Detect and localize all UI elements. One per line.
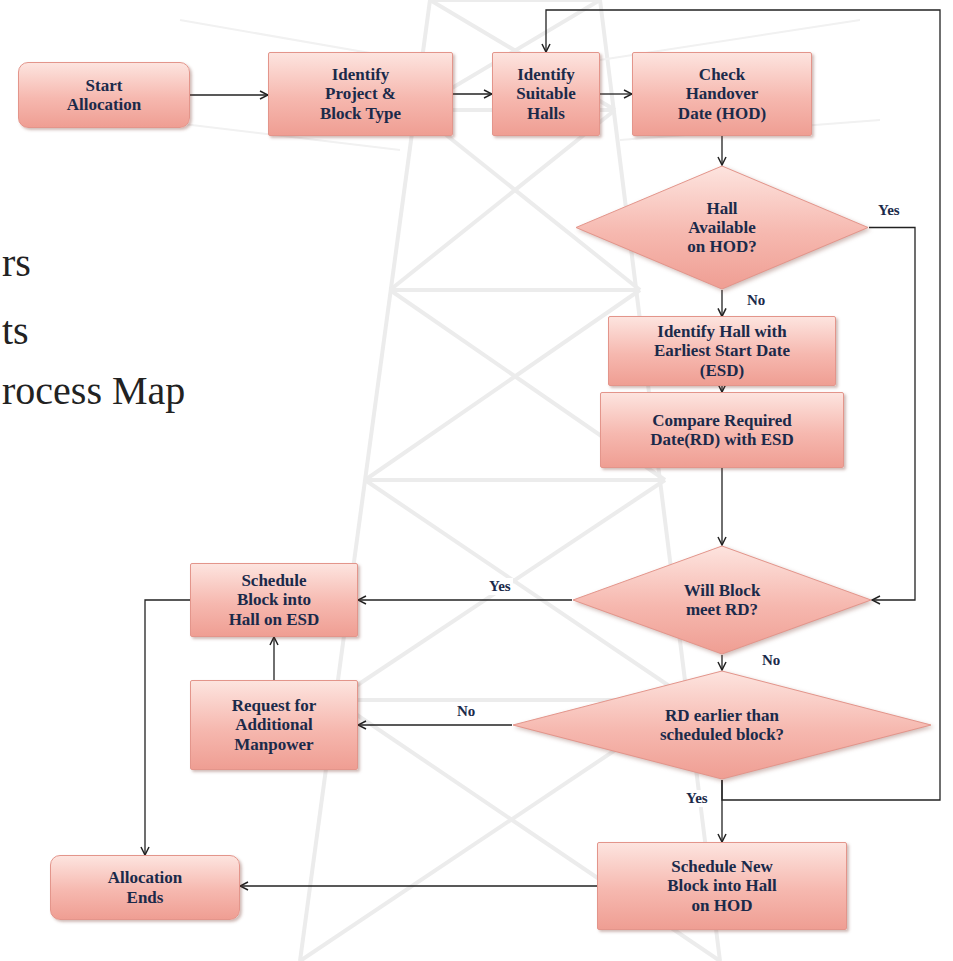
node-text-group: Identify Hall with Earliest Start Date (… (647, 322, 797, 379)
process-box: Check Handover Date (HOD) (632, 52, 812, 136)
node-text: RD earlier than scheduled block? (657, 706, 787, 744)
process-box: Schedule New Block into Hall on HOD (597, 842, 847, 930)
node-text-group: Check Handover Date (HOD) (670, 65, 774, 122)
diamond-shape (573, 546, 871, 654)
slide-text: ts (2, 308, 29, 354)
terminal-box: Start Allocation (18, 62, 190, 128)
node-text-group: Identify Project & Block Type (311, 65, 411, 122)
slide-text: rs (2, 240, 31, 286)
node-text-group: Start Allocation (54, 76, 154, 114)
edge-label: No (455, 703, 477, 720)
node-text: Compare Required Date(RD) with ESD (647, 411, 797, 449)
connector (358, 599, 572, 600)
connector (358, 724, 512, 725)
connector (721, 290, 722, 316)
connector (721, 655, 722, 670)
node-text: Check Handover Date (HOD) (670, 65, 774, 122)
decision-diamond: RD earlier than scheduled block? (512, 670, 932, 780)
node-text-group: Allocation Ends (95, 868, 195, 906)
edge-label: No (760, 652, 782, 669)
node-text: Request for Additional Manpower (224, 696, 324, 753)
edge-label: Yes (684, 790, 710, 807)
connector (721, 468, 722, 545)
slide-text: rocess Map (2, 368, 185, 414)
terminal-box: Allocation Ends (50, 855, 240, 920)
node-text-group: Compare Required Date(RD) with ESD (647, 411, 797, 449)
connector (721, 136, 722, 165)
node-text-group: RD earlier than scheduled block? (657, 706, 787, 744)
decision-diamond: Will Block meet RD? (572, 545, 872, 655)
node-text-group: Schedule Block into Hall on ESD (224, 571, 324, 628)
process-box: Identify Hall with Earliest Start Date (… (608, 316, 836, 385)
diamond-shape (513, 671, 931, 779)
connector (600, 93, 632, 94)
node-text-group: Request for Additional Manpower (224, 696, 324, 753)
connector (869, 228, 915, 601)
process-box: Identify Project & Block Type (268, 52, 453, 136)
node-text: Hall Available on HOD? (678, 199, 766, 256)
node-text: Schedule New Block into Hall on HOD (662, 857, 782, 914)
connector (145, 600, 190, 855)
node-text-group: Will Block meet RD? (676, 581, 768, 619)
diamond-shape (576, 166, 868, 289)
node-text-group: Hall Available on HOD? (678, 199, 766, 256)
node-text: Identify Project & Block Type (311, 65, 411, 122)
node-text: Identify Suitable Halls (504, 65, 588, 122)
connector (273, 637, 274, 680)
process-box: Request for Additional Manpower (190, 680, 358, 770)
process-box: Identify Suitable Halls (492, 52, 600, 136)
node-text: Identify Hall with Earliest Start Date (… (647, 322, 797, 379)
decision-diamond: Hall Available on HOD? (575, 165, 869, 290)
node-text: Schedule Block into Hall on ESD (224, 571, 324, 628)
edge-label: No (745, 292, 767, 309)
connector (453, 93, 492, 94)
node-text: Will Block meet RD? (676, 581, 768, 619)
node-text: Allocation Ends (95, 868, 195, 906)
process-box: Schedule Block into Hall on ESD (190, 563, 358, 637)
connector (240, 885, 597, 886)
connector (190, 94, 268, 95)
edge-label: Yes (876, 202, 902, 219)
node-text-group: Identify Suitable Halls (504, 65, 588, 122)
node-text-group: Schedule New Block into Hall on HOD (662, 857, 782, 914)
node-text: Start Allocation (54, 76, 154, 114)
process-box: Compare Required Date(RD) with ESD (600, 392, 844, 468)
edge-label: Yes (487, 578, 513, 595)
